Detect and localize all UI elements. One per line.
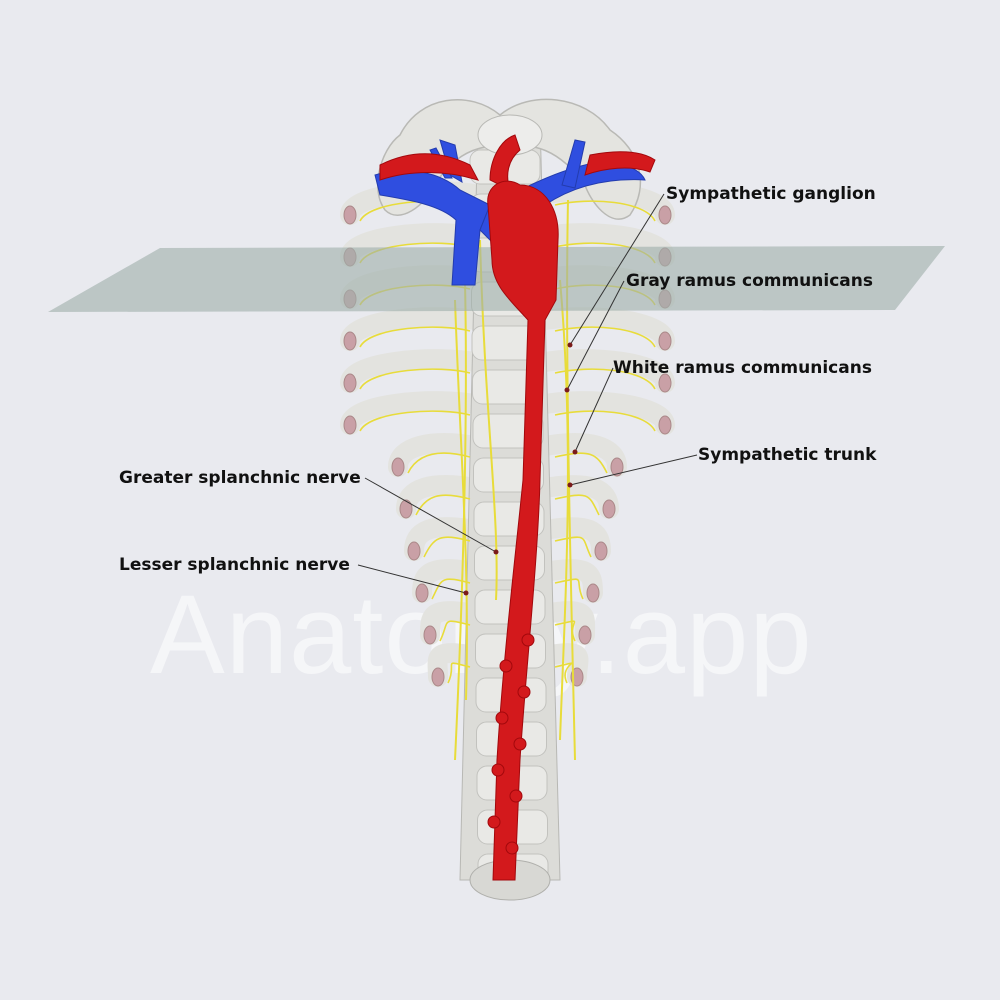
left-rib-end	[407, 541, 421, 561]
right-rib-end	[610, 457, 624, 477]
leader-greater-splanchnic	[364, 477, 497, 553]
leader-gray-ramus	[566, 280, 625, 391]
right-rib-end	[658, 205, 672, 225]
endpoint-white-ramus	[572, 449, 578, 455]
intercostal-nerve	[554, 536, 592, 558]
endpoint-sympathetic-trunk	[567, 482, 573, 488]
intercostal-nerve	[359, 410, 471, 432]
aortic-branch	[517, 685, 531, 699]
leader-lesser-splanchnic	[357, 564, 467, 594]
intercostal-nerve	[554, 494, 600, 516]
aortic-branch	[499, 659, 513, 673]
left-rib-end	[415, 583, 429, 603]
right-rib-end	[578, 625, 592, 645]
clavicles	[377, 98, 642, 220]
right-rib-end	[586, 583, 600, 603]
label-gray-ramus: Gray ramus communicans	[626, 271, 873, 291]
intercostal-nerve	[359, 326, 471, 348]
right-rib-end	[658, 331, 672, 351]
intercostal-nerve	[415, 494, 471, 516]
aortic-branch	[491, 763, 505, 777]
intercostal-nerve	[554, 578, 584, 600]
right-rib	[530, 433, 627, 477]
aortic-branch	[495, 711, 509, 725]
left-rib-end	[431, 667, 445, 687]
left-rib-end	[343, 373, 357, 393]
label-sympathetic-trunk: Sympathetic trunk	[698, 445, 877, 465]
right-rib-end	[658, 373, 672, 393]
label-greater-splanchnic: Greater splanchnic nerve	[119, 468, 361, 488]
right-rib-end	[602, 499, 616, 519]
label-sympathetic-ganglion: Sympathetic ganglion	[666, 184, 876, 204]
left-rib-end	[343, 331, 357, 351]
left-rib-end	[399, 499, 413, 519]
left-rib-end	[391, 457, 405, 477]
label-white-ramus: White ramus communicans	[613, 358, 872, 378]
endpoint-lesser-splanchnic	[463, 590, 469, 596]
endpoint-sympathetic-ganglion	[567, 342, 573, 348]
left-rib	[388, 433, 490, 477]
leader-lines	[357, 193, 698, 594]
aortic-branch	[487, 815, 501, 829]
right-rib-end	[594, 541, 608, 561]
intercostal-nerve	[431, 578, 471, 600]
left-rib-end	[423, 625, 437, 645]
left-rib-end	[343, 415, 357, 435]
sympathetic-trunk-strand	[454, 299, 468, 701]
intercostal-nerve	[439, 620, 471, 642]
endpoint-gray-ramus	[564, 387, 570, 393]
leader-endpoints	[463, 342, 578, 596]
label-lesser-splanchnic: Lesser splanchnic nerve	[119, 555, 350, 575]
leader-sympathetic-ganglion	[569, 193, 665, 346]
leader-sympathetic-trunk	[569, 454, 698, 486]
sympathetic-trunk-strand	[559, 279, 569, 741]
endpoint-greater-splanchnic	[493, 549, 499, 555]
right-rib-end	[658, 415, 672, 435]
aortic-branch	[509, 789, 523, 803]
left-rib-end	[343, 205, 357, 225]
leader-white-ramus	[574, 367, 614, 453]
intercostal-nerve	[447, 662, 471, 684]
intercostal-nerve	[554, 452, 608, 474]
aortic-branch	[513, 737, 527, 751]
aortic-branch	[521, 633, 535, 647]
aorta	[379, 134, 656, 881]
aortic-branch	[505, 841, 519, 855]
